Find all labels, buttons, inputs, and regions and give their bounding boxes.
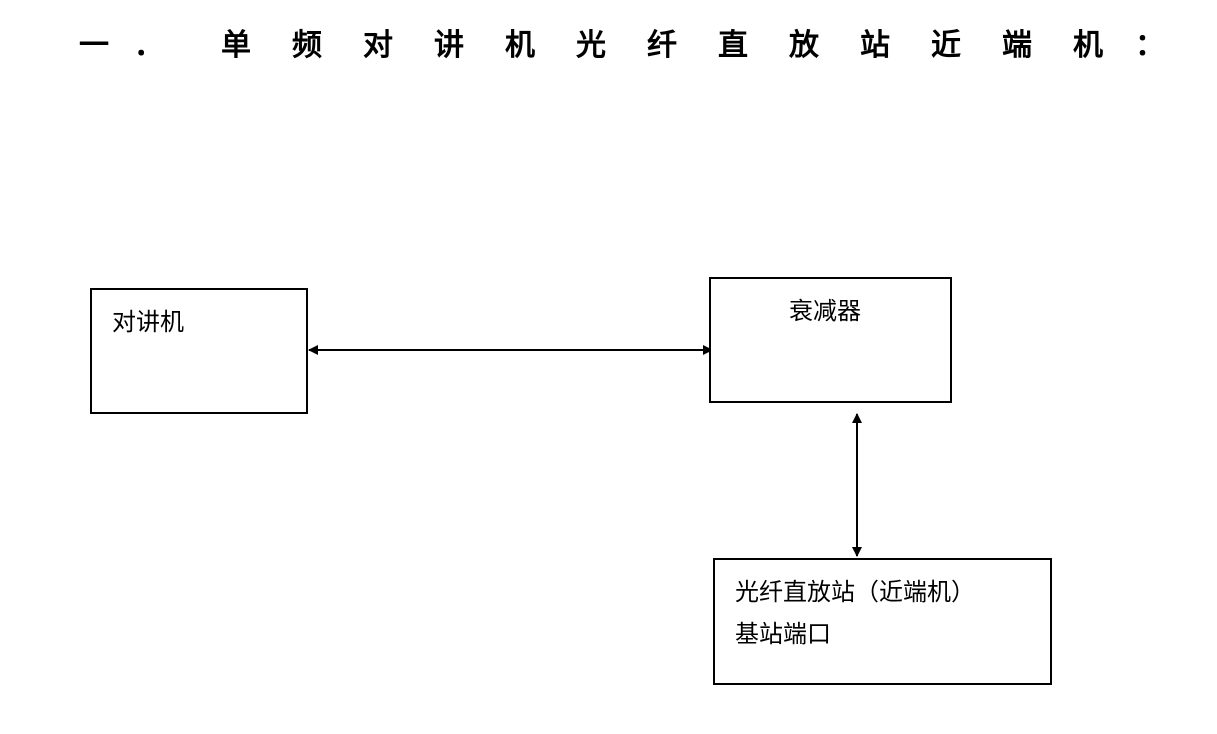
title-char: 机: [1073, 28, 1103, 63]
title-char: ．: [134, 28, 164, 63]
title-char: 直: [718, 28, 748, 63]
title-char: ：: [1135, 28, 1165, 63]
title-char: 频: [292, 28, 322, 63]
title-char: 纤: [647, 28, 677, 63]
title-char: 机: [505, 28, 535, 63]
title-char: 近: [931, 28, 961, 63]
title-char: 站: [860, 28, 890, 63]
attenuator-label: 衰减器: [789, 297, 861, 325]
page-title: 一 ． 单 频 对 讲 机 光 纤 直 放 站 近 端 机 ：: [0, 22, 1217, 70]
base-station-port-label: 基站端口: [735, 620, 831, 648]
walkie-talkie-box: 对讲机: [90, 288, 308, 414]
fiber-repeater-label: 光纤直放站（近端机）: [735, 578, 975, 606]
fiber-repeater-box: 光纤直放站（近端机） 基站端口: [713, 558, 1052, 685]
attenuator-box: 衰减器: [709, 277, 952, 403]
title-char: 一: [79, 28, 109, 63]
title-char: 对: [363, 28, 393, 63]
walkie-talkie-label: 对讲机: [112, 308, 184, 336]
title-char: 讲: [434, 28, 464, 63]
title-char: 端: [1002, 28, 1032, 63]
title-char: 单: [221, 28, 251, 63]
title-char: 放: [789, 28, 819, 63]
title-char: 光: [576, 28, 606, 63]
